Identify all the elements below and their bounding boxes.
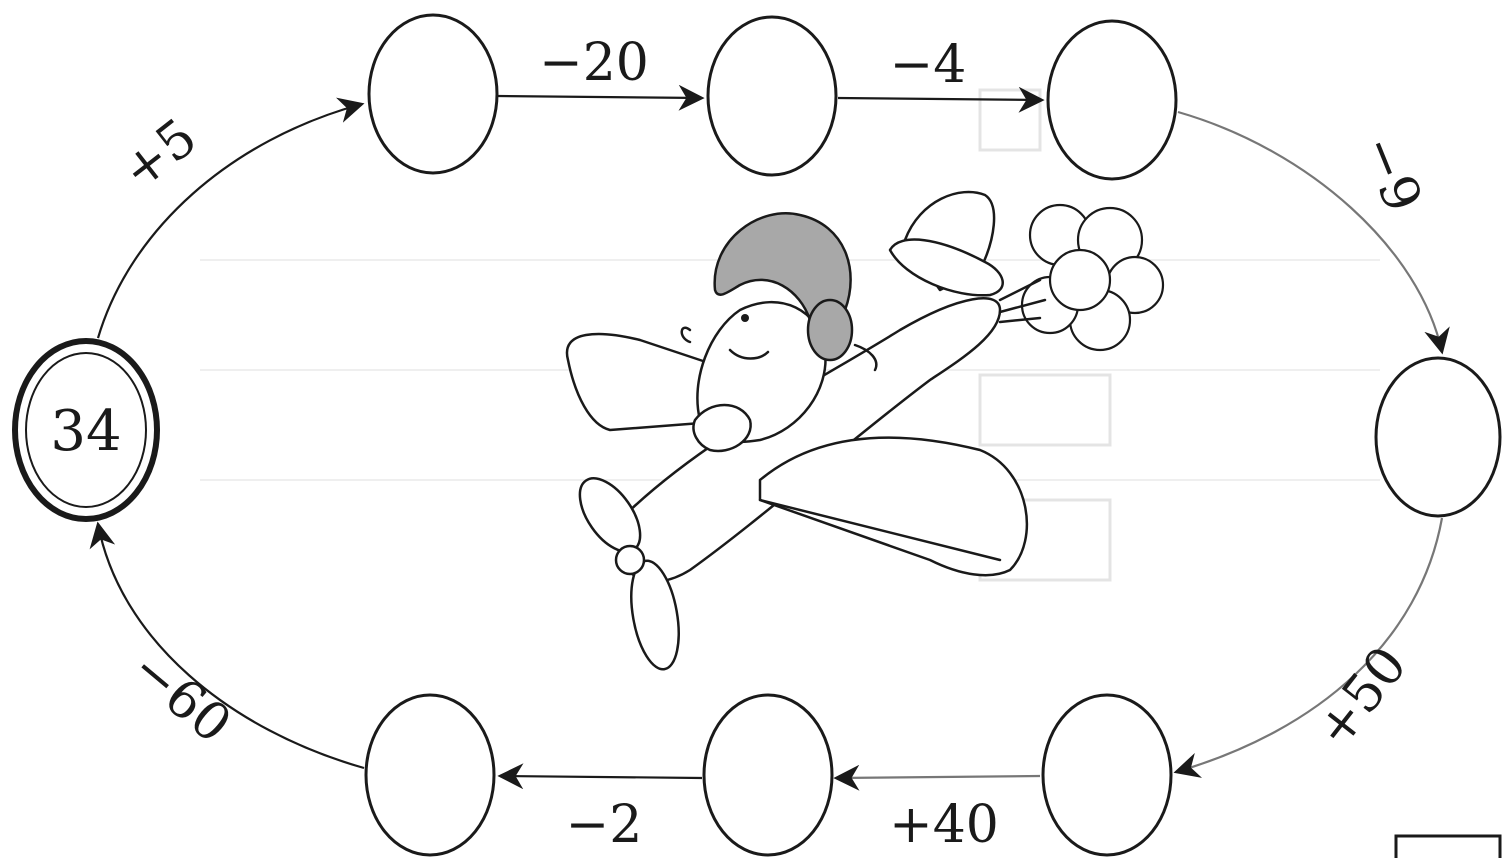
edge-node7-to-start — [98, 524, 364, 768]
op-label-minus2: −2 — [566, 795, 643, 855]
answer-circle-1[interactable] — [369, 15, 497, 173]
answer-circle-5[interactable] — [1043, 695, 1171, 855]
answer-circle-2[interactable] — [708, 17, 836, 175]
start-value: 34 — [50, 399, 121, 464]
answer-circle-6[interactable] — [704, 695, 832, 855]
op-label-plus5: +5 — [111, 107, 208, 201]
smoke-cloud — [1000, 205, 1163, 350]
edge-node4-to-node5 — [1176, 518, 1442, 772]
edge-node5-to-node6 — [836, 776, 1040, 778]
edge-node2-to-node3 — [838, 98, 1042, 100]
op-label-minus4: −4 — [890, 35, 967, 95]
start-node: 34 — [15, 341, 157, 519]
airplane-illustration — [567, 192, 1163, 673]
answer-circle-4[interactable] — [1376, 358, 1500, 516]
edge-node1-to-node2 — [498, 96, 702, 98]
corner-answer-box[interactable] — [1396, 836, 1500, 858]
answer-circle-3[interactable] — [1048, 21, 1176, 179]
op-label-minus20: −20 — [539, 33, 649, 93]
op-label-plus50: +50 — [1304, 636, 1419, 759]
answer-circle-7[interactable] — [366, 695, 494, 855]
op-label-minus9: −9 — [1349, 127, 1433, 221]
op-label-plus40: +40 — [889, 795, 999, 855]
op-label-minus60: −60 — [120, 639, 243, 756]
edge-node6-to-node7 — [500, 776, 702, 778]
